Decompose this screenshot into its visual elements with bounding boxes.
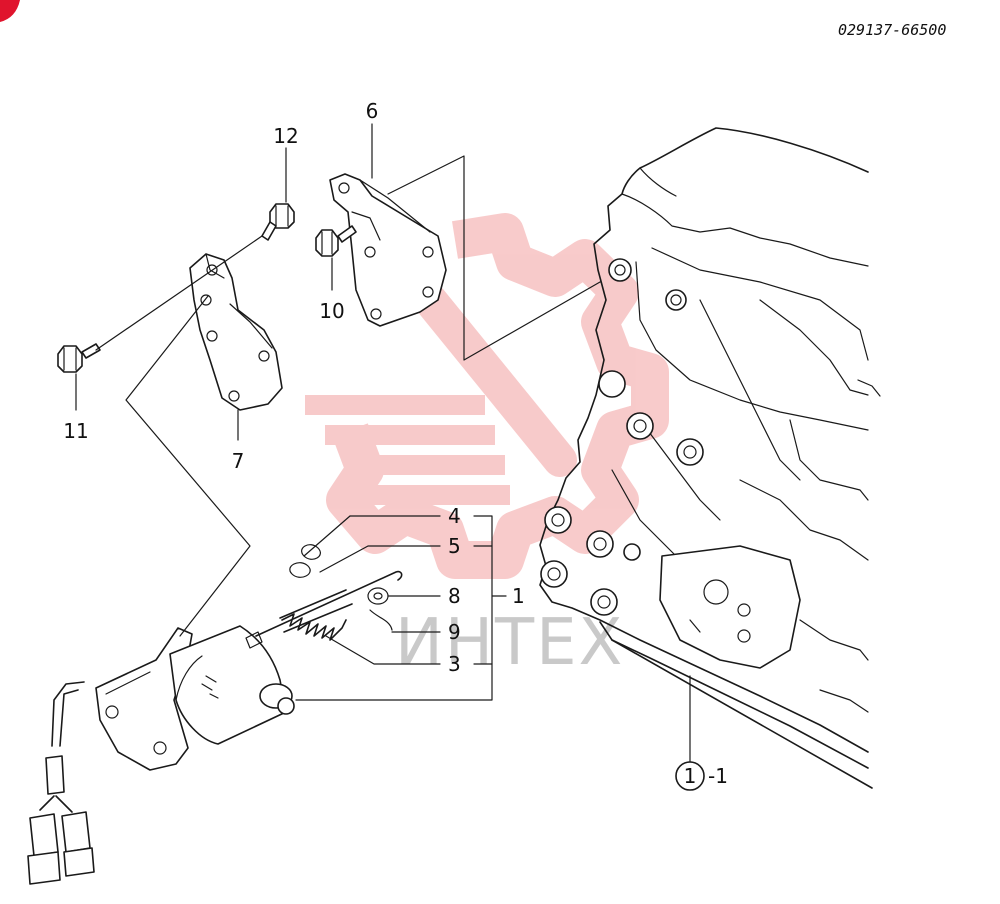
callout-1: 1	[512, 584, 525, 608]
actuator-motor-drawing	[27, 625, 295, 885]
callout-8: 8	[448, 584, 461, 608]
small-parts-drawing	[245, 544, 403, 649]
callout-5: 5	[448, 534, 461, 558]
bolt-11-drawing	[57, 343, 101, 373]
leader-lines	[75, 123, 691, 763]
callout-3: 3	[448, 652, 461, 676]
callout-1-1: 1 -1	[675, 761, 728, 791]
callout-circle-icon	[675, 761, 705, 791]
engine-block-drawing	[539, 127, 881, 789]
callout-7: 7	[232, 449, 245, 473]
document-number: 029137-66500	[838, 21, 946, 39]
bracket-7-drawing	[189, 253, 283, 411]
callout-11: 11	[63, 419, 88, 443]
callout-6: 6	[366, 99, 379, 123]
callout-10: 10	[319, 299, 344, 323]
callout-1-1-suffix: -1	[708, 764, 728, 788]
callout-9: 9	[448, 620, 461, 644]
watermark-logo-icon	[305, 213, 669, 579]
bolt-10-drawing	[315, 225, 357, 257]
callout-4: 4	[448, 504, 461, 528]
watermark-text: ИНТЕХ	[395, 606, 624, 680]
callout-12: 12	[273, 124, 298, 148]
corner-mark	[0, 0, 20, 22]
callout-1-1-number: 1	[684, 764, 697, 788]
bolt-12-drawing	[261, 203, 295, 241]
bracket-6-drawing	[329, 173, 447, 327]
